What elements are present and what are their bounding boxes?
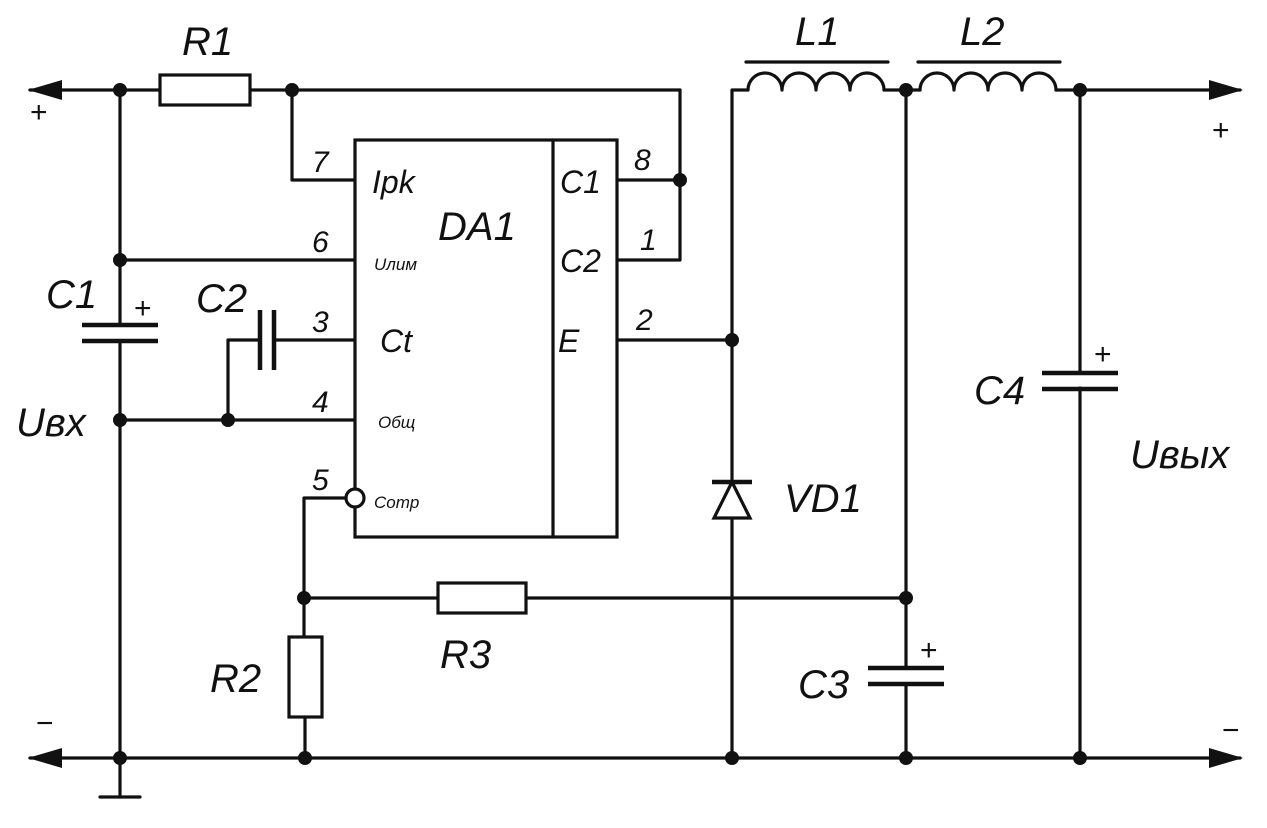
capacitor-c3: + C3 xyxy=(798,634,944,707)
c3-polarity: + xyxy=(920,634,938,667)
inductor-l1: L1 xyxy=(744,10,922,92)
capacitor-c1: + C1 xyxy=(46,273,158,344)
pin-name-c2: C2 xyxy=(560,243,601,279)
resistor-r2: R2 xyxy=(210,635,324,760)
c2-label: C2 xyxy=(196,277,247,321)
pin-name-comp: Comp xyxy=(374,493,419,512)
junction-dot xyxy=(1073,751,1087,765)
pin-number-5: 5 xyxy=(312,464,329,497)
pin-number-1: 1 xyxy=(640,224,657,257)
c4-polarity: + xyxy=(1094,338,1112,371)
pin-name-ulim: Uлим xyxy=(374,255,417,274)
pin-number-7: 7 xyxy=(312,146,330,179)
pin-name-gnd: Общ xyxy=(378,413,415,432)
junction-dot xyxy=(899,751,913,765)
junction-dot xyxy=(297,591,311,605)
pin-number-3: 3 xyxy=(312,306,329,339)
c1-label: C1 xyxy=(46,273,97,317)
output-minus-sign: − xyxy=(1222,714,1240,747)
capacitor-c2: C2 xyxy=(196,277,357,422)
junction-dot xyxy=(113,413,127,427)
inductor-l2: L2 xyxy=(916,10,1062,92)
pin-number-8: 8 xyxy=(634,144,651,177)
pin-number-4: 4 xyxy=(312,386,329,419)
junction-dot xyxy=(113,83,127,97)
pin-name-c1: C1 xyxy=(560,164,601,200)
wire-pins-8-1 xyxy=(615,88,682,262)
junction-dot xyxy=(899,83,913,97)
pin-number-6: 6 xyxy=(312,226,329,259)
resistor-r1: R1 xyxy=(158,20,252,107)
c4-label: C4 xyxy=(974,369,1025,413)
da1-label: DA1 xyxy=(438,205,516,249)
wire-input-plus xyxy=(28,80,682,100)
junction-dot xyxy=(221,413,235,427)
junction-dot xyxy=(1073,83,1087,97)
input-plus-sign: + xyxy=(30,96,48,129)
resistor-r3: R3 xyxy=(302,581,908,677)
pin-name-e: E xyxy=(558,323,580,359)
wire-ground-rail xyxy=(28,748,1243,768)
c3-label: C3 xyxy=(798,663,849,707)
input-voltage-label: Uвх xyxy=(16,401,88,445)
input-minus-sign: − xyxy=(36,707,54,740)
junction-dot xyxy=(113,751,127,765)
wire-switch-node xyxy=(730,88,750,760)
vd1-label: VD1 xyxy=(784,477,862,521)
c1-polarity: + xyxy=(134,292,152,325)
junction-dot xyxy=(113,253,127,267)
l2-label: L2 xyxy=(960,10,1005,54)
junction-dot xyxy=(725,333,739,347)
junction-dot xyxy=(725,751,739,765)
junction-dot xyxy=(298,751,312,765)
r1-label: R1 xyxy=(182,20,233,64)
pin-name-ct: Ct xyxy=(380,323,413,359)
r3-label: R3 xyxy=(440,633,491,677)
chip-da1: DA1 Ipk Uлим Ct Общ Comp C1 C2 E 7 6 3 4… xyxy=(312,138,657,539)
pin-name-ipk: Ipk xyxy=(372,164,417,200)
junction-dot xyxy=(899,591,913,605)
r2-label: R2 xyxy=(210,657,261,701)
junction-dots xyxy=(113,83,1087,765)
pin-number-2: 2 xyxy=(635,304,653,337)
wire-pin7 xyxy=(290,88,357,182)
capacitor-c4: + C4 xyxy=(974,338,1118,413)
output-voltage-label: Uвых xyxy=(1130,433,1231,477)
output-plus-sign: + xyxy=(1212,114,1230,147)
diode-vd1: VD1 xyxy=(711,477,862,521)
junction-dot xyxy=(285,83,299,97)
l1-label: L1 xyxy=(795,10,840,54)
junction-dot xyxy=(673,173,687,187)
